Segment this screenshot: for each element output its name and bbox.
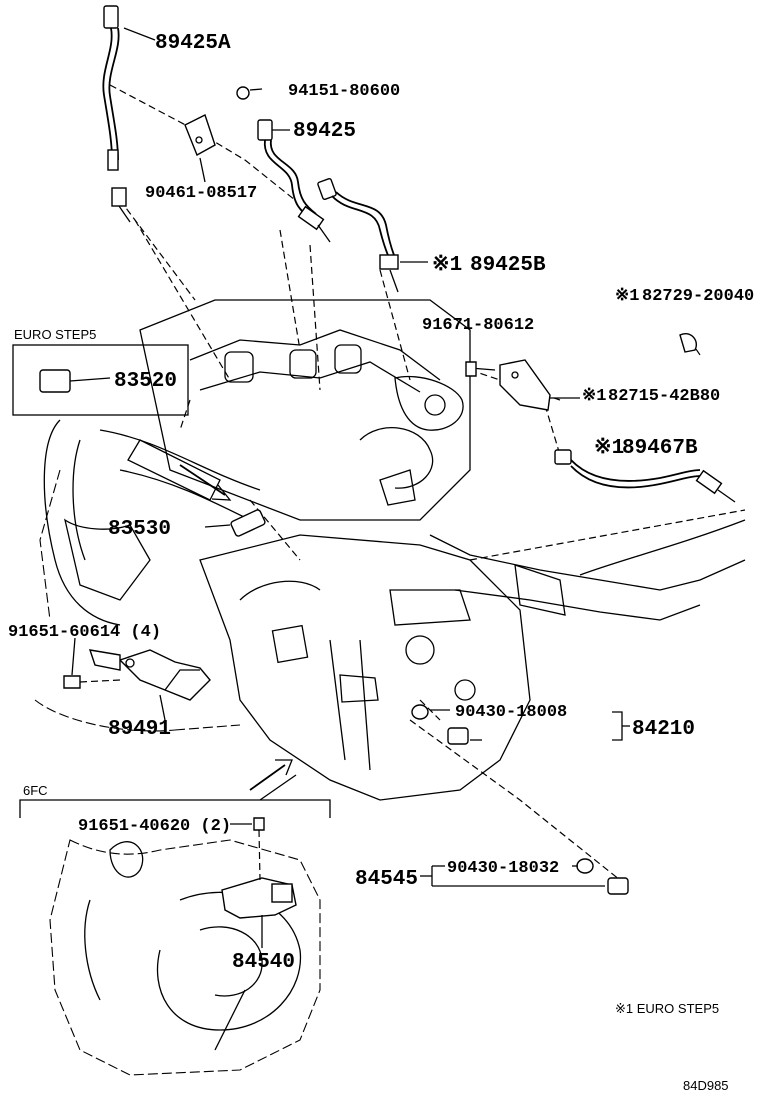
label-84210: 84210	[632, 718, 695, 741]
inset-6fc-drawing	[19, 799, 331, 1076]
euro-step5-box-caption: EURO STEP5	[14, 327, 96, 342]
euro-mark-89425B: ※1	[432, 253, 462, 277]
part-labels: 89425A 94151-80600 90461-08517 89425 ※1 …	[8, 32, 754, 1093]
euro-mark-89467B: ※1	[594, 436, 624, 460]
euro-step5-note: ※1 EURO STEP5	[615, 1001, 719, 1016]
euro-mark-82715: ※1	[582, 387, 606, 406]
sensor-89467B-drawing	[554, 449, 736, 503]
sensor-84210-drawing	[411, 704, 482, 745]
label-90430-18032: 90430-18032	[447, 859, 559, 878]
label-89467B: 89467B	[622, 437, 698, 460]
label-91651-60614: 91651-60614 (4)	[8, 623, 161, 642]
engine-outline	[34, 84, 746, 881]
clamp-and-bracket-drawing	[465, 333, 697, 411]
label-91671-80612: 91671-80612	[422, 316, 534, 335]
group-bracket-84210	[612, 711, 630, 741]
label-91651-40620: 91651-40620 (2)	[78, 817, 231, 836]
label-89425: 89425	[293, 120, 356, 143]
label-90461-08517: 90461-08517	[145, 184, 257, 203]
label-82729-20040: 82729-20040	[642, 287, 754, 306]
label-89425A: 89425A	[155, 32, 231, 55]
label-84540: 84540	[232, 951, 295, 974]
nut-and-bracket-drawing	[184, 86, 263, 183]
sensor-89425B-drawing	[317, 178, 428, 293]
label-89425B: 89425B	[470, 254, 546, 277]
sensor-84545-drawing	[420, 858, 629, 895]
sensor-89491-drawing	[63, 637, 211, 721]
label-83520: 83520	[114, 370, 177, 393]
sensor-89425-drawing	[257, 119, 331, 243]
switch-83530-drawing	[204, 509, 266, 537]
label-84545: 84545	[355, 868, 418, 891]
euro-mark-82729: ※1	[615, 287, 639, 306]
label-89491: 89491	[108, 718, 171, 741]
euro-step5-box-drawing	[12, 344, 189, 416]
label-82715-42B80: 82715-42B80	[608, 387, 720, 406]
figure-code: 84D985	[683, 1078, 729, 1093]
inset-6fc-caption: 6FC	[23, 783, 48, 798]
label-90430-18008: 90430-18008	[455, 703, 567, 722]
sensor-89425A-drawing	[102, 5, 156, 223]
label-94151-80600: 94151-80600	[288, 82, 400, 101]
label-83530: 83530	[108, 518, 171, 541]
